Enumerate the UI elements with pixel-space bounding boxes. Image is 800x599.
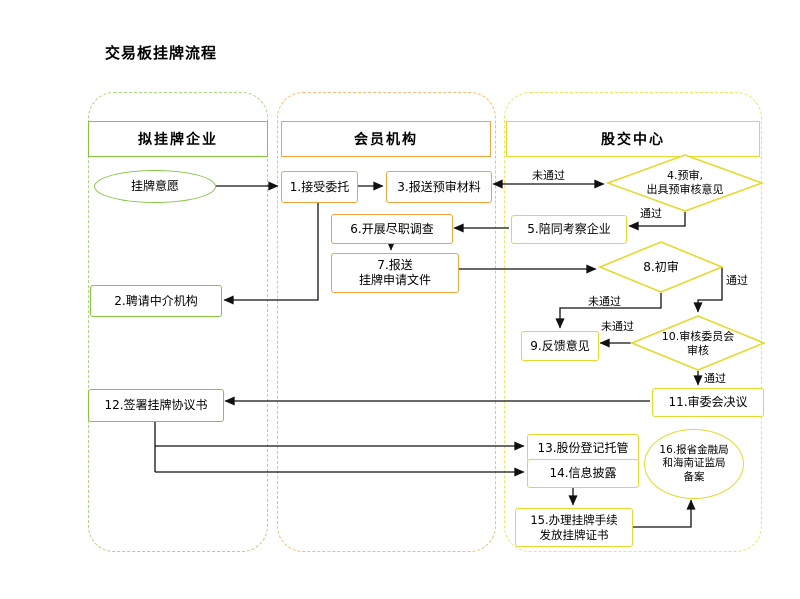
node-2-hire-intermediary: 2.聘请中介机构 <box>90 285 222 317</box>
edge-15-to-16 <box>632 499 696 528</box>
node-16-label-line2: 和海南证监局 <box>662 457 726 470</box>
edge-label-pass-10: 通过 <box>704 372 726 385</box>
lane-header-member-label: 会员机构 <box>354 132 418 148</box>
node-11-label: 11.审委会决议 <box>668 395 748 409</box>
node-1-accept-commission: 1.接受委托 <box>281 171 358 203</box>
lane-header-enterprise-label: 拟挂牌企业 <box>138 132 218 148</box>
node-listing-intention: 挂牌意愿 <box>94 170 216 203</box>
edge-8-to-9-fail <box>555 293 662 329</box>
node-1-label: 1.接受委托 <box>289 179 350 194</box>
node-15-listing-procedures: 15.办理挂牌手续 发放挂牌证书 <box>515 508 633 547</box>
lane-enterprise <box>88 92 268 552</box>
lane-header-member: 会员机构 <box>281 121 491 157</box>
diamond-10-committee-review <box>629 315 767 371</box>
node-12-label: 12.签署挂牌协议书 <box>104 398 208 412</box>
lane-member <box>277 92 496 552</box>
edge-label-pass-4: 通过 <box>640 207 662 220</box>
diamond-8-initial-review <box>597 241 725 293</box>
node-7-submit-listing-application: 7.报送 挂牌申请文件 <box>331 253 459 293</box>
node-16-label-line1: 16.报省金融局 <box>659 443 729 456</box>
lane-center <box>504 92 762 552</box>
node-7-label-line2: 挂牌申请文件 <box>358 273 431 287</box>
node-15-label-line2: 发放挂牌证书 <box>539 527 609 542</box>
edge-label-fail-10: 未通过 <box>601 320 634 333</box>
edge-4-to-5-pass <box>628 212 686 231</box>
node-14-label: 14.信息披露 <box>549 466 617 480</box>
node-6-label: 6.开展尽职调查 <box>350 221 434 236</box>
node-9-feedback: 9.反馈意见 <box>521 331 599 361</box>
node-3-label: 3.报送预审材料 <box>397 179 481 194</box>
edge-1-to-2 <box>223 202 319 305</box>
node-16-label-line3: 备案 <box>683 470 705 483</box>
node-7-label-line1: 7.报送 <box>377 258 413 272</box>
node-16-regulatory-filing: 16.报省金融局 和海南证监局 备案 <box>644 429 744 499</box>
node-13-label: 13.股份登记托管 <box>537 440 629 455</box>
node-12-sign-listing-agreement: 12.签署挂牌协议书 <box>88 389 224 422</box>
lane-header-enterprise: 拟挂牌企业 <box>88 121 268 157</box>
edge-8-to-10-pass <box>693 267 723 313</box>
node-5-accompany-inspection: 5.陪同考察企业 <box>511 215 627 244</box>
node-15-label-line1: 15.办理挂牌手续 <box>530 513 618 528</box>
page-title: 交易板挂牌流程 <box>105 44 218 62</box>
diamond-4-preliminary-review <box>605 154 765 212</box>
node-3-submit-prereview-materials: 3.报送预审材料 <box>386 171 492 203</box>
lane-header-center: 股交中心 <box>506 121 760 157</box>
edge-label-pass-8: 通过 <box>726 274 748 287</box>
node-2-label: 2.聘请中介机构 <box>114 293 198 308</box>
node-13-share-registration: 13.股份登记托管 <box>527 434 639 462</box>
node-11-committee-resolution: 11.审委会决议 <box>652 388 764 417</box>
edge-label-fail-8: 未通过 <box>588 295 621 308</box>
node-5-label: 5.陪同考察企业 <box>527 222 611 236</box>
node-14-information-disclosure: 14.信息披露 <box>527 459 639 488</box>
node-6-due-diligence: 6.开展尽职调查 <box>331 214 453 244</box>
node-9-label: 9.反馈意见 <box>530 338 590 353</box>
edge-label-fail-4: 未通过 <box>532 169 565 182</box>
node-listing-intention-label: 挂牌意愿 <box>130 179 179 193</box>
lane-header-center-label: 股交中心 <box>601 132 665 148</box>
